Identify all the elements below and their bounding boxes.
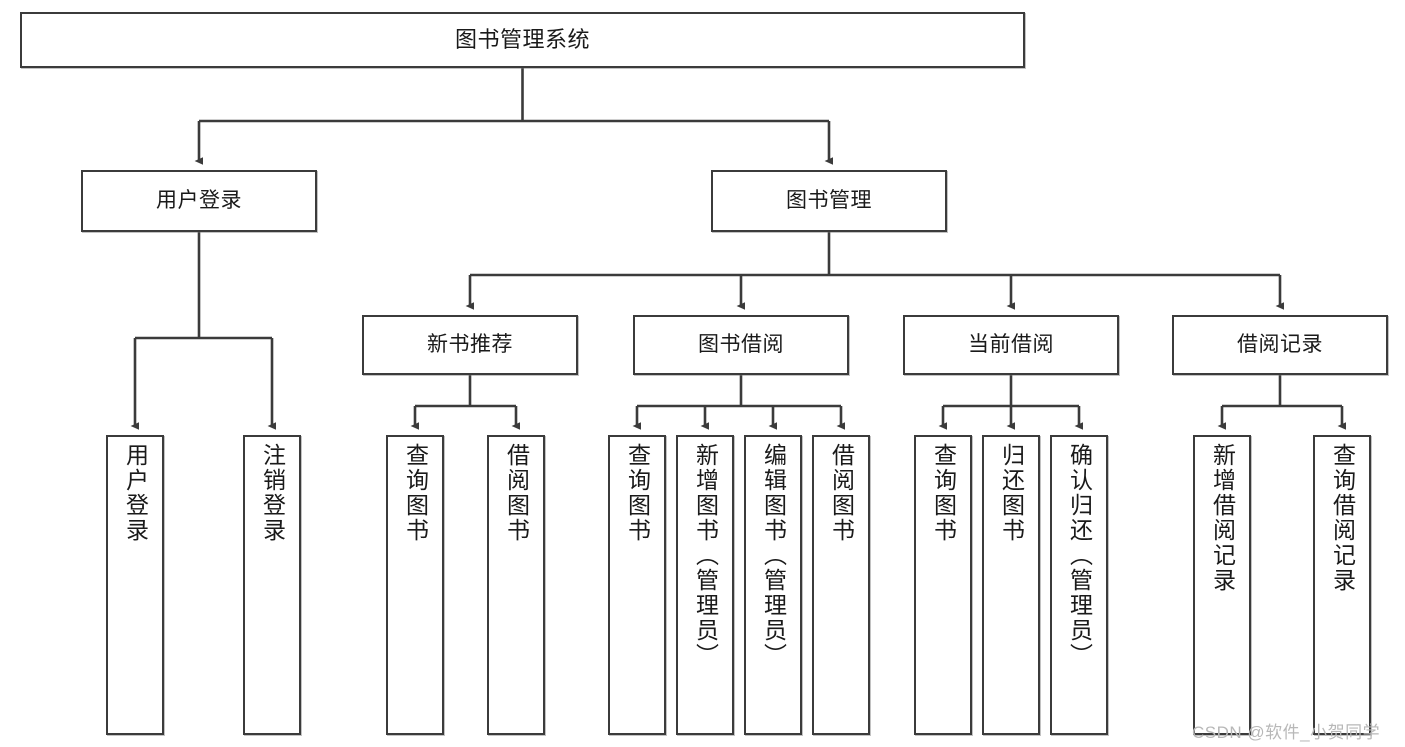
csdn-watermark: CSDN @软件_小贺同学 xyxy=(1192,723,1381,742)
node-leaf-add-borrow-record[interactable]: 新增借阅记录 xyxy=(1193,435,1251,735)
node-label-new-book-recommend: 新书推荐 xyxy=(427,333,513,357)
node-label-leaf-user-login: 用户登录 xyxy=(122,443,149,543)
node-label-leaf-edit-book-admin: 编辑图书（管理员） xyxy=(760,443,787,668)
node-label-leaf-query-book-borrow: 查询图书 xyxy=(624,443,651,543)
node-label-leaf-logout-login: 注销登录 xyxy=(259,443,286,543)
node-leaf-query-book-borrow[interactable]: 查询图书 xyxy=(608,435,666,735)
node-borrow-record[interactable]: 借阅记录 xyxy=(1172,315,1388,375)
node-user-login[interactable]: 用户登录 xyxy=(81,170,317,232)
node-label-current-borrow: 当前借阅 xyxy=(968,333,1054,357)
node-root[interactable]: 图书管理系统 xyxy=(20,12,1025,68)
node-leaf-query-book-current[interactable]: 查询图书 xyxy=(914,435,972,735)
node-label-root: 图书管理系统 xyxy=(454,26,590,52)
node-leaf-query-borrow-record[interactable]: 查询借阅记录 xyxy=(1313,435,1371,735)
node-label-leaf-return-book: 归还图书 xyxy=(998,443,1025,543)
node-leaf-borrow-book[interactable]: 借阅图书 xyxy=(812,435,870,735)
node-label-leaf-add-borrow-record: 新增借阅记录 xyxy=(1209,443,1236,593)
node-leaf-user-login[interactable]: 用户登录 xyxy=(106,435,164,735)
node-label-borrow-record: 借阅记录 xyxy=(1237,333,1323,357)
node-book-management[interactable]: 图书管理 xyxy=(711,170,947,232)
node-leaf-query-book-recommend[interactable]: 查询图书 xyxy=(386,435,444,735)
node-label-leaf-query-book-current: 查询图书 xyxy=(930,443,957,543)
node-label-leaf-borrow-book-recommend: 借阅图书 xyxy=(503,443,530,543)
node-current-borrow[interactable]: 当前借阅 xyxy=(903,315,1119,375)
node-leaf-confirm-return-admin[interactable]: 确认归还（管理员） xyxy=(1050,435,1108,735)
node-book-borrow[interactable]: 图书借阅 xyxy=(633,315,849,375)
node-leaf-edit-book-admin[interactable]: 编辑图书（管理员） xyxy=(744,435,802,735)
node-label-leaf-query-borrow-record: 查询借阅记录 xyxy=(1329,443,1356,593)
node-label-leaf-add-book-admin: 新增图书（管理员） xyxy=(692,443,719,668)
node-leaf-add-book-admin[interactable]: 新增图书（管理员） xyxy=(676,435,734,735)
node-new-book-recommend[interactable]: 新书推荐 xyxy=(362,315,578,375)
node-leaf-return-book[interactable]: 归还图书 xyxy=(982,435,1040,735)
node-leaf-logout-login[interactable]: 注销登录 xyxy=(243,435,301,735)
node-label-book-management: 图书管理 xyxy=(786,189,872,213)
node-label-leaf-borrow-book: 借阅图书 xyxy=(828,443,855,543)
node-label-leaf-confirm-return-admin: 确认归还（管理员） xyxy=(1066,443,1093,668)
node-label-book-borrow: 图书借阅 xyxy=(698,333,784,357)
node-label-leaf-query-book-recommend: 查询图书 xyxy=(402,443,429,543)
node-label-user-login: 用户登录 xyxy=(156,189,242,213)
node-leaf-borrow-book-recommend[interactable]: 借阅图书 xyxy=(487,435,545,735)
